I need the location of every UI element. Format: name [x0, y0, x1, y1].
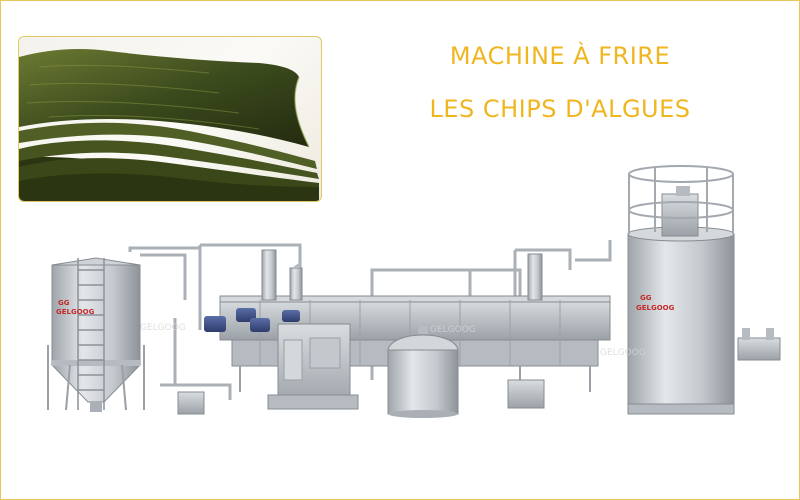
exhaust-stacks	[261, 249, 543, 301]
storage-tank: GG GELGOOG	[47, 257, 145, 412]
watermarks: GELGOOG GELGOOG GELGOOG	[140, 323, 646, 358]
svg-text:GELGOOG: GELGOOG	[56, 308, 95, 316]
svg-text:GG: GG	[640, 294, 652, 302]
production-line-illustration: GG GELGOOG	[47, 165, 781, 418]
title-line-2: LES CHIPS D'ALGUES	[429, 95, 691, 123]
svg-text:GELGOOG: GELGOOG	[140, 323, 186, 333]
pump	[177, 391, 205, 415]
heat-exchanger-tower: GG GELGOOG	[627, 165, 781, 415]
drive-motors	[204, 308, 300, 332]
seaweed-photo	[18, 36, 322, 202]
seaweed-stack-illustration	[19, 49, 319, 201]
svg-text:GELGOOG: GELGOOG	[430, 325, 476, 335]
svg-text:GELGOOG: GELGOOG	[600, 348, 646, 358]
tower-logo: GG GELGOOG	[636, 294, 675, 312]
svg-text:GELGOOG: GELGOOG	[636, 304, 675, 312]
title-line-1: MACHINE À FRIRE	[449, 42, 671, 70]
tank-logo: GG GELGOOG	[56, 299, 95, 316]
filter-unit	[267, 323, 359, 410]
svg-text:GG: GG	[58, 299, 70, 307]
dome-tank	[387, 326, 459, 418]
